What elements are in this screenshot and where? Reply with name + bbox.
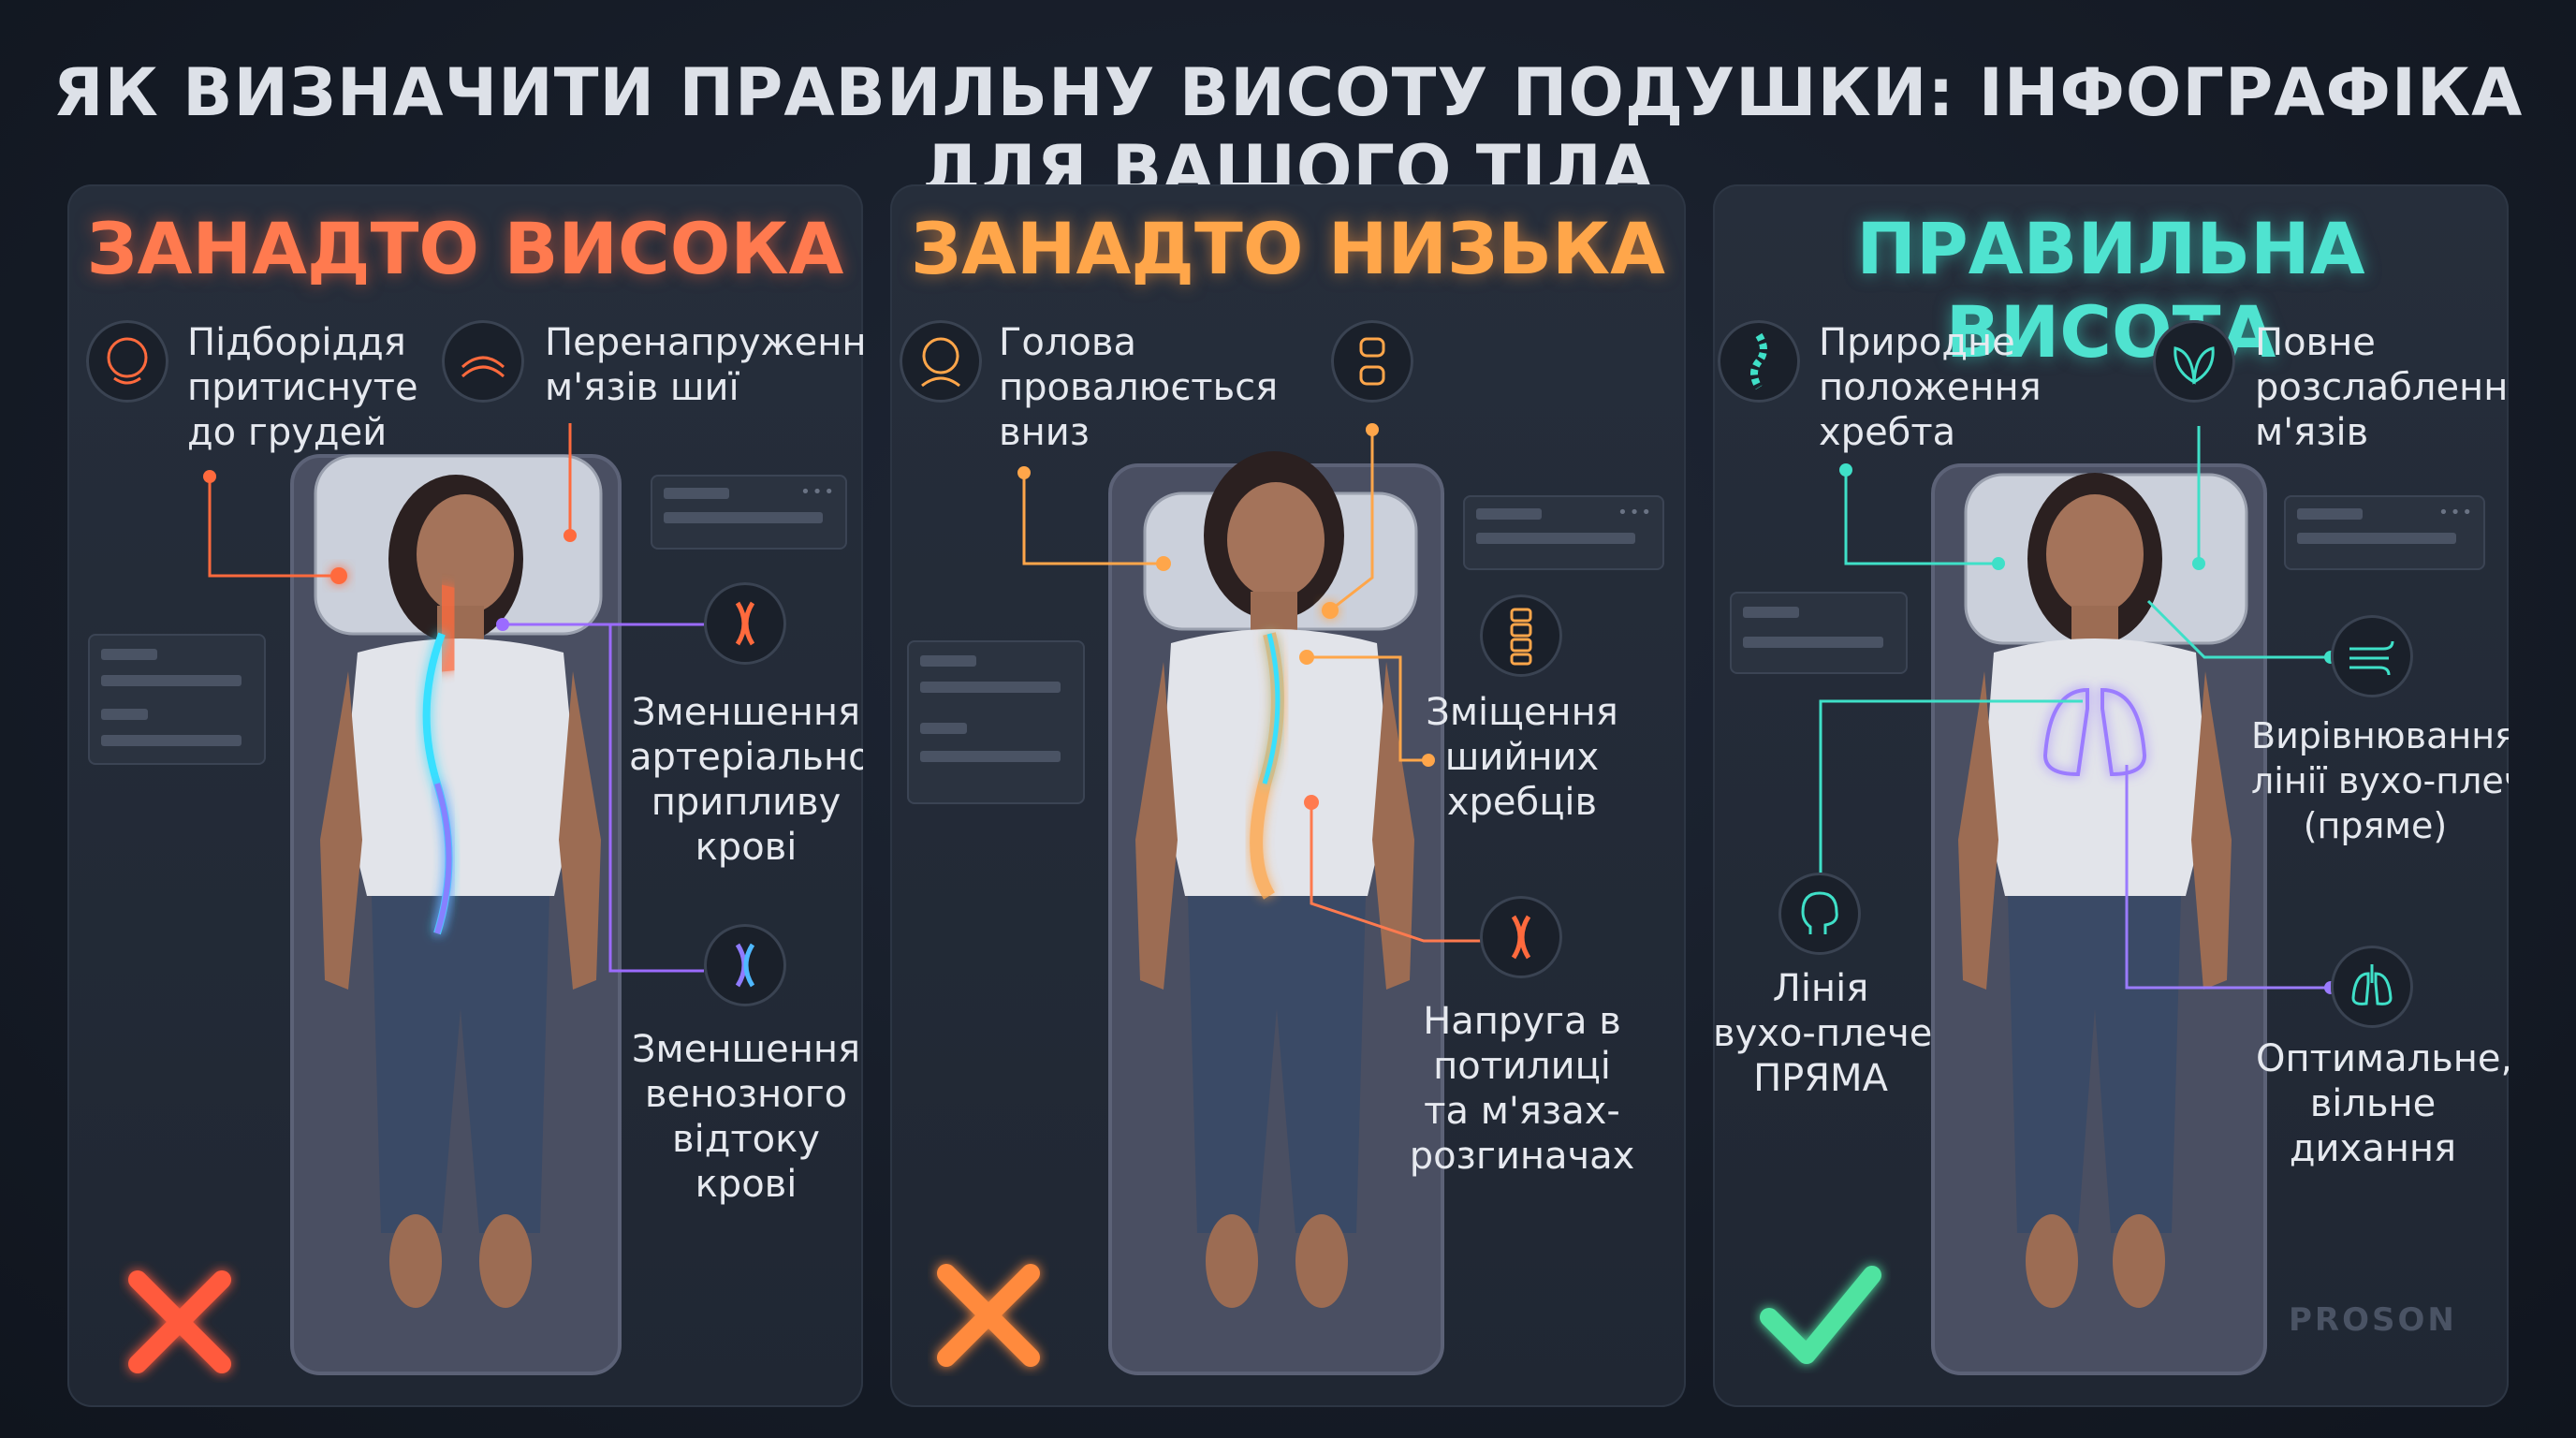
head-profile-icon	[86, 320, 168, 403]
watermark-logo: PROSON	[2289, 1301, 2457, 1339]
head-tilt-icon	[900, 320, 982, 403]
ghost-card: •••	[2284, 495, 2485, 570]
figure-illustration-too-high	[203, 423, 704, 1375]
ghost-card: •••	[1463, 495, 1664, 570]
check-icon	[1760, 1266, 1881, 1364]
panel-heading-correct: ПРАВИЛЬНА ВИСОТА	[1856, 207, 2365, 374]
neck-muscle-icon	[442, 320, 524, 403]
vein-icon	[704, 924, 786, 1006]
cross-icon	[937, 1264, 1040, 1367]
ghost-card	[1730, 592, 1908, 674]
spine-icon	[1718, 320, 1800, 403]
leaf-icon	[2153, 320, 2235, 403]
airflow-icon	[2331, 615, 2413, 697]
artery-icon	[704, 582, 786, 665]
panel-heading-too-low: ЗАНАДТО НИЗЬКА	[911, 207, 1665, 290]
muscle-icon	[1480, 896, 1562, 978]
vertebrae-icon	[1480, 594, 1562, 677]
figure-illustration-too-low	[1017, 423, 1499, 1375]
ghost-card	[907, 640, 1085, 804]
panel-heading-too-high: ЗАНАДТО ВИСОКА	[86, 207, 844, 290]
head-profile-icon	[1778, 873, 1861, 955]
page-title: ЯК ВИЗНАЧИТИ ПРАВИЛЬНУ ВИСОТУ ПОДУШКИ: І…	[52, 54, 2524, 208]
ghost-card: •••	[651, 475, 847, 550]
neck-joint-icon	[1331, 320, 1413, 403]
label-arterial: Зменшенняартеріальногоприпливукрові	[629, 691, 863, 869]
figure-illustration-correct	[1819, 426, 2337, 1375]
cross-icon	[128, 1270, 231, 1373]
lungs-icon	[2331, 946, 2413, 1028]
ghost-card	[88, 634, 266, 765]
